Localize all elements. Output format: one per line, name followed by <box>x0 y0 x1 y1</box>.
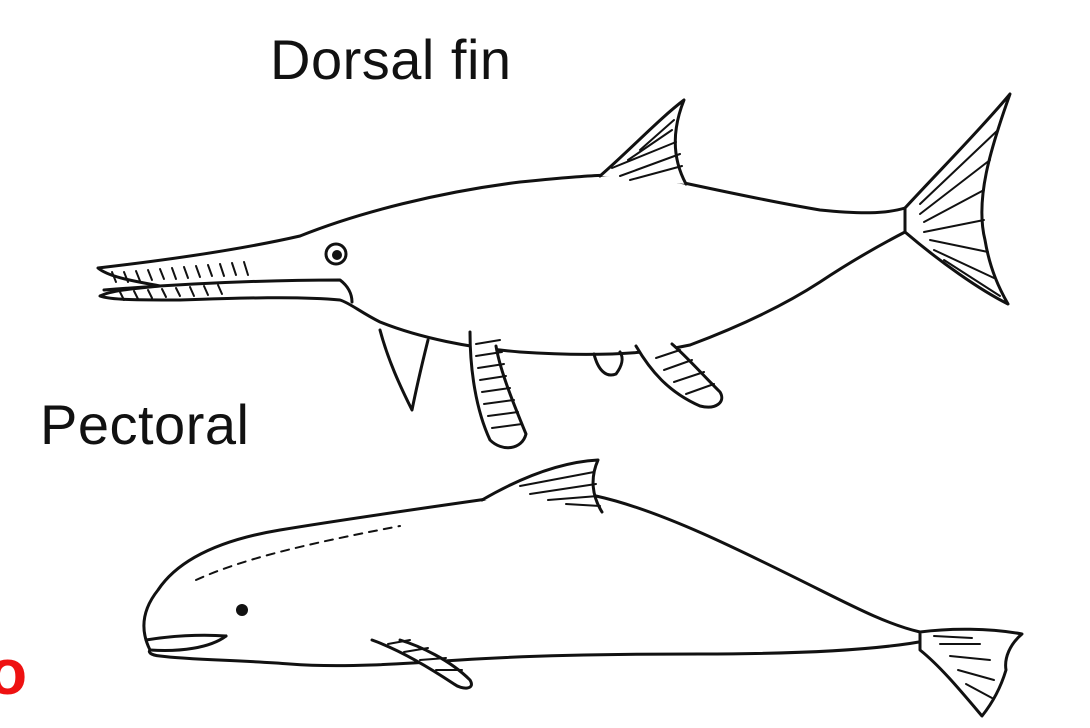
cut-off-red-letter: o <box>0 640 27 704</box>
dorsal-fin-label: Dorsal fin <box>270 32 512 88</box>
dolphin-eye <box>236 604 248 616</box>
dolphin-body <box>144 493 930 666</box>
pectoral-label: Pectoral <box>40 397 249 453</box>
